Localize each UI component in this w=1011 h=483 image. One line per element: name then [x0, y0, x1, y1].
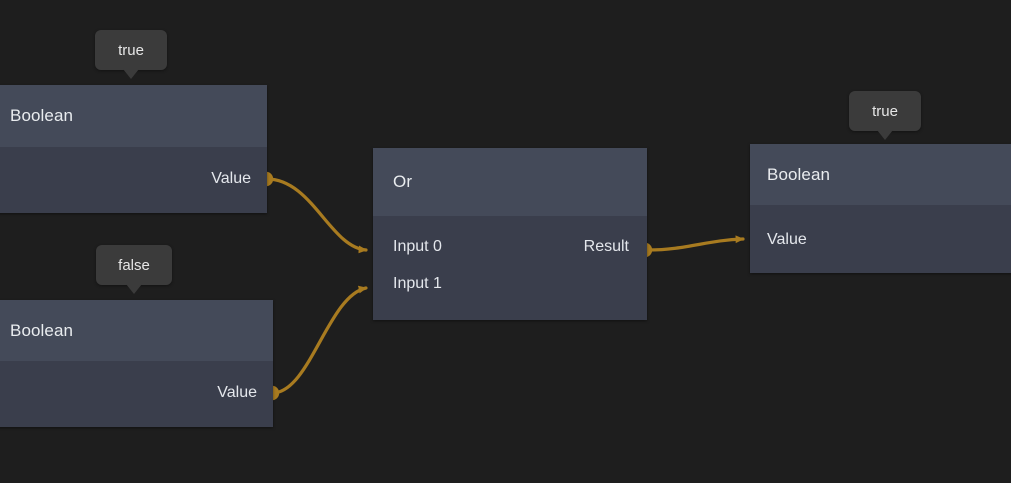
output-port-row-value[interactable]: Value: [217, 382, 257, 404]
input-port-label: Value: [767, 231, 807, 248]
tooltip-arrow-icon: [123, 69, 139, 79]
node-title: Boolean: [10, 320, 74, 340]
node-boolean-false[interactable]: Boolean Value: [0, 300, 273, 427]
input-port-row-input1[interactable]: Input 1: [393, 273, 442, 295]
input-port-row-input0[interactable]: Input 0: [393, 236, 442, 258]
node-boolean-true[interactable]: Boolean Value: [0, 85, 267, 213]
tooltip-label: true: [118, 41, 144, 59]
node-title: Boolean: [767, 164, 831, 184]
output-port-row-value[interactable]: Value: [211, 168, 251, 190]
output-port-label: Value: [217, 384, 257, 401]
node-body: Value: [0, 361, 273, 427]
input-port-row-value[interactable]: Value: [767, 229, 807, 251]
tooltip-boolean-true: true: [95, 30, 167, 79]
node-boolean-result[interactable]: Boolean Value: [750, 144, 1011, 273]
node-body: Value: [750, 205, 1011, 273]
wire-false-to-input1: [271, 285, 368, 395]
output-port-label: Value: [211, 170, 251, 187]
node-body: Value: [0, 147, 267, 213]
node-or[interactable]: Or Input 0 Input 1 Result: [373, 148, 647, 320]
node-header[interactable]: Boolean: [0, 300, 273, 361]
tooltip-boolean-result: true: [849, 91, 921, 140]
node-title: Boolean: [10, 106, 74, 125]
node-title: Or: [393, 172, 413, 191]
tooltip-label: false: [118, 256, 150, 274]
node-header[interactable]: Boolean: [750, 144, 1011, 205]
output-port-row-result[interactable]: Result: [584, 236, 629, 258]
wire-result-to-value: [646, 235, 745, 252]
node-header[interactable]: Or: [373, 148, 647, 216]
wire-true-to-input0: [265, 177, 368, 254]
tooltip-arrow-icon: [877, 130, 893, 140]
input-port-label: Input 1: [393, 275, 442, 292]
tooltip-label: true: [872, 102, 898, 120]
tooltip-arrow-icon: [126, 284, 142, 294]
input-port-label: Input 0: [393, 238, 442, 255]
node-header[interactable]: Boolean: [0, 85, 267, 147]
node-body: Input 0 Input 1 Result: [373, 216, 647, 320]
output-port-label: Result: [583, 238, 629, 255]
tooltip-boolean-false: false: [96, 245, 172, 294]
